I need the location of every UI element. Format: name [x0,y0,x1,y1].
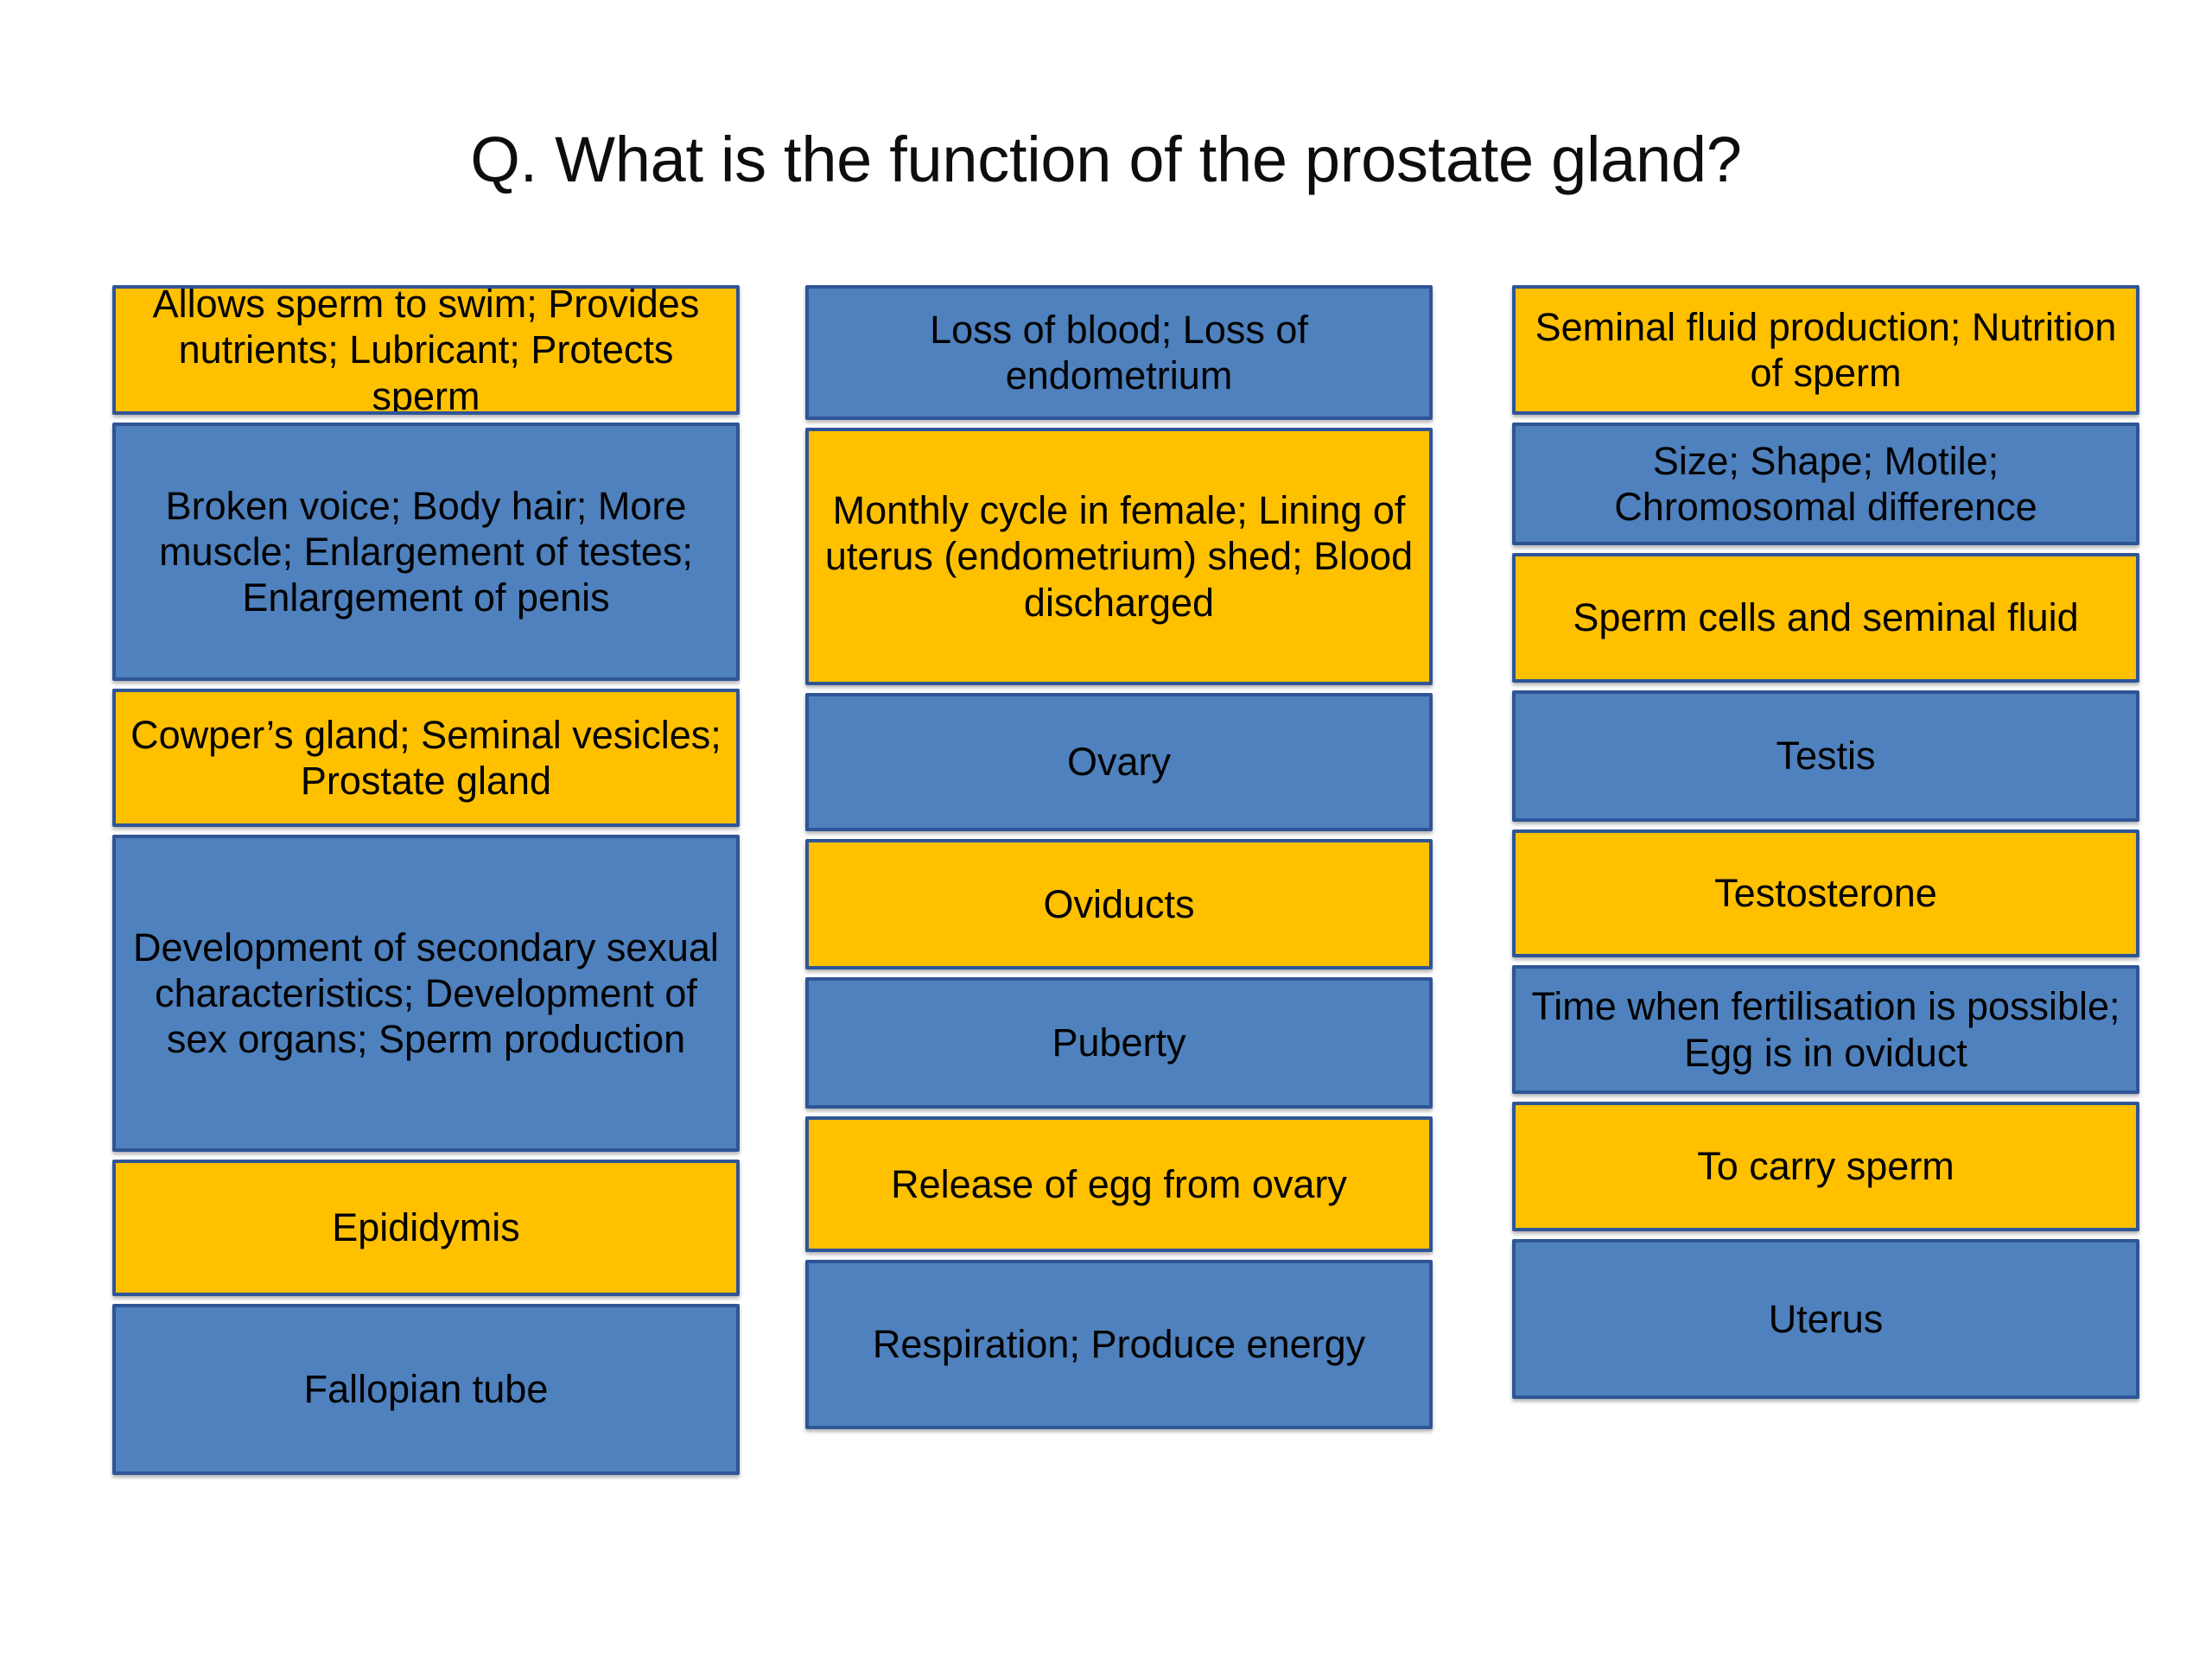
answer-card-label: Development of secondary sexual characte… [133,925,719,1062]
answer-card[interactable]: Ovary [805,693,1433,831]
answer-card[interactable]: Cowper’s gland; Seminal vesicles; Prosta… [112,689,740,827]
answer-card[interactable]: Puberty [805,977,1433,1109]
answer-card-label: Broken voice; Body hair; More muscle; En… [159,483,693,620]
answer-card-label: Ovary [1066,740,1171,785]
answer-card-label: Fallopian tube [303,1367,549,1412]
answer-card[interactable]: Uterus [1512,1239,2139,1399]
answer-card-label: Allows sperm to swim; Provides nutrients… [152,285,700,415]
answer-card[interactable]: Seminal fluid production; Nutrition of s… [1512,285,2139,415]
answer-card-label: Testis [1776,734,1876,779]
answer-column-3: Seminal fluid production; Nutrition of s… [1512,285,2139,1399]
answer-card-label: Testosterone [1714,871,1937,916]
answer-card[interactable]: Oviducts [805,839,1433,969]
answer-card[interactable]: Monthly cycle in female; Lining of uteru… [805,428,1433,685]
answer-card[interactable]: Allows sperm to swim; Provides nutrients… [112,285,740,415]
answer-card[interactable]: Fallopian tube [112,1304,740,1475]
answer-card-label: Puberty [1052,1020,1186,1065]
answer-card-label: Cowper’s gland; Seminal vesicles; Prosta… [130,712,721,803]
answer-card-label: Release of egg from ovary [891,1161,1347,1206]
answer-card-label: To carry sperm [1697,1144,1955,1189]
answer-column-1: Allows sperm to swim; Provides nutrients… [112,285,740,1475]
answer-card[interactable]: Release of egg from ovary [805,1116,1433,1252]
answer-card-label: Size; Shape; Motile; Chromosomal differe… [1614,438,2037,529]
answer-card-label: Respiration; Produce energy [872,1322,1366,1367]
answer-card-label: Uterus [1768,1296,1884,1341]
answer-card-label: Oviducts [1043,881,1195,926]
answer-card-label: Monthly cycle in female; Lining of uteru… [824,488,1414,625]
page-title: Q. What is the function of the prostate … [470,123,1742,195]
answer-card[interactable]: Epididymis [112,1160,740,1296]
answer-card-label: Epididymis [332,1205,520,1250]
answer-card[interactable]: Testis [1512,690,2139,822]
answer-card-label: Loss of blood; Loss of endometrium [930,307,1308,397]
answer-card[interactable]: Respiration; Produce energy [805,1260,1433,1429]
answer-card-label: Seminal fluid production; Nutrition of s… [1535,304,2117,395]
answer-card[interactable]: Development of secondary sexual characte… [112,835,740,1152]
answer-card[interactable]: Sperm cells and seminal fluid [1512,553,2139,683]
answer-card[interactable]: To carry sperm [1512,1102,2139,1231]
answer-card[interactable]: Loss of blood; Loss of endometrium [805,285,1433,420]
answer-card[interactable]: Testosterone [1512,830,2139,957]
answer-card[interactable]: Time when fertilisation is possible; Egg… [1512,965,2139,1094]
answer-card[interactable]: Broken voice; Body hair; More muscle; En… [112,423,740,681]
answer-card-label: Time when fertilisation is possible; Egg… [1531,984,2120,1075]
answer-card[interactable]: Size; Shape; Motile; Chromosomal differe… [1512,423,2139,545]
answer-cards-board: Allows sperm to swim; Provides nutrients… [0,285,2212,1642]
answer-card-label: Sperm cells and seminal fluid [1573,595,2079,640]
